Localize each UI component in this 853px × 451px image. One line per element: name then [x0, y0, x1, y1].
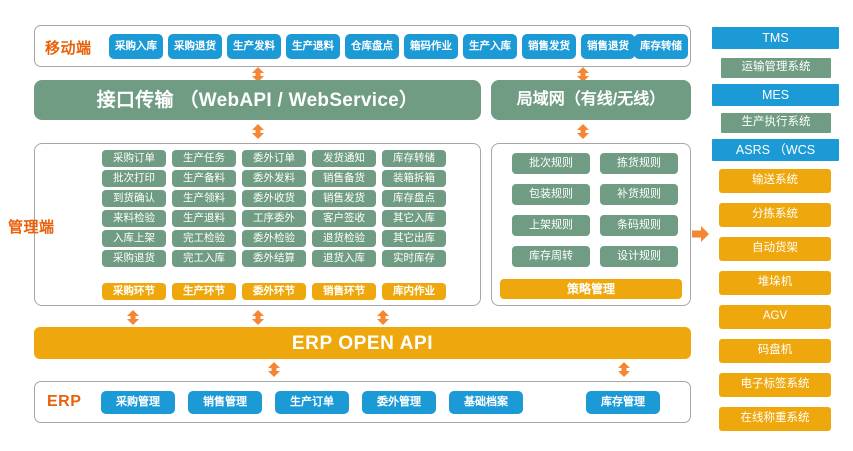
- management-label: 管理端: [8, 219, 55, 236]
- rule-turnover[interactable]: 库存周转: [512, 246, 590, 267]
- mgmt-cell-production-return[interactable]: 生产退料: [172, 210, 236, 227]
- arrow-mobile-to-lan: [575, 67, 591, 82]
- mgmt-footer-sales[interactable]: 销售环节: [312, 283, 376, 300]
- erp-button-basic-archive[interactable]: 基础档案: [449, 391, 523, 414]
- mobile-button-stock-transfer[interactable]: 库存转储: [634, 34, 688, 59]
- rule-packing[interactable]: 包装规则: [512, 184, 590, 205]
- mgmt-cell-outsource-receive[interactable]: 委外收货: [242, 190, 306, 207]
- mgmt-cell-arrival-confirm[interactable]: 到货确认: [102, 190, 166, 207]
- arrow-lan-to-strategy: [575, 124, 591, 139]
- rail-item-eltag-system[interactable]: 电子标签系统: [719, 373, 831, 397]
- mobile-button-production-issue[interactable]: 生产发料: [227, 34, 281, 59]
- arrow-management-to-erpapi-mid: [250, 310, 266, 325]
- mgmt-cell-stock-transfer[interactable]: 库存转储: [382, 150, 446, 167]
- erp-button-purchase-management[interactable]: 采购管理: [101, 391, 175, 414]
- mgmt-cell-finish-inbound[interactable]: 完工入库: [172, 250, 236, 267]
- rule-design[interactable]: 设计规则: [600, 246, 678, 267]
- mgmt-cell-finish-inspect[interactable]: 完工检验: [172, 230, 236, 247]
- arrow-management-to-erpapi-right: [375, 310, 391, 325]
- rail-head-asrs[interactable]: ASRS （WCS: [712, 139, 839, 161]
- mobile-button-purchase-return[interactable]: 采购退货: [168, 34, 222, 59]
- mobile-button-production-inbound[interactable]: 生产入库: [463, 34, 517, 59]
- mobile-button-production-return[interactable]: 生产退料: [286, 34, 340, 59]
- mgmt-cell-stock-count[interactable]: 库存盘点: [382, 190, 446, 207]
- rail-item-palletizer[interactable]: 码盘机: [719, 339, 831, 363]
- erp-button-outsource-management[interactable]: 委外管理: [362, 391, 436, 414]
- mgmt-cell-sales-prepare[interactable]: 销售备货: [312, 170, 376, 187]
- mgmt-cell-other-inbound[interactable]: 其它入库: [382, 210, 446, 227]
- mobile-button-warehouse-count[interactable]: 仓库盘点: [345, 34, 399, 59]
- erp-button-inventory-management[interactable]: 库存管理: [586, 391, 660, 414]
- mgmt-cell-outsource-issue[interactable]: 委外发料: [242, 170, 306, 187]
- rail-item-agv[interactable]: AGV: [719, 305, 831, 329]
- rail-item-sorting-system[interactable]: 分拣系统: [719, 203, 831, 227]
- mgmt-cell-outsource-inspect[interactable]: 委外检验: [242, 230, 306, 247]
- mgmt-cell-return-inspect[interactable]: 退货检验: [312, 230, 376, 247]
- mobile-button-sales-return[interactable]: 销售退货: [581, 34, 635, 59]
- mgmt-cell-sales-shipment[interactable]: 销售发货: [312, 190, 376, 207]
- rail-item-stacker-crane[interactable]: 堆垛机: [719, 271, 831, 295]
- erp-button-sales-management[interactable]: 销售管理: [188, 391, 262, 414]
- rule-replenish[interactable]: 补货规则: [600, 184, 678, 205]
- mgmt-cell-purchase-return[interactable]: 采购退货: [102, 250, 166, 267]
- mgmt-cell-return-inbound[interactable]: 退货入库: [312, 250, 376, 267]
- arrow-api-to-management: [250, 124, 266, 139]
- mgmt-cell-realtime-stock[interactable]: 实时库存: [382, 250, 446, 267]
- erp-open-api-bar: ERP OPEN API: [34, 327, 691, 359]
- mgmt-cell-production-prepare[interactable]: 生产备料: [172, 170, 236, 187]
- rail-head-mes[interactable]: MES: [712, 84, 839, 106]
- erp-panel: ERP 采购管理 销售管理 生产订单 委外管理 基础档案 库存管理: [34, 381, 691, 423]
- mgmt-cell-production-task[interactable]: 生产任务: [172, 150, 236, 167]
- mgmt-cell-incoming-inspect[interactable]: 来料检验: [102, 210, 166, 227]
- rule-putaway[interactable]: 上架规则: [512, 215, 590, 236]
- arrow-management-to-erpapi-left: [125, 310, 141, 325]
- rail-item-auto-racking[interactable]: 自动货架: [719, 237, 831, 261]
- mgmt-cell-other-outbound[interactable]: 其它出库: [382, 230, 446, 247]
- strategy-footer[interactable]: 策略管理: [500, 279, 682, 299]
- mobile-terminal-label: 移动端: [45, 40, 92, 57]
- lan-bar: 局域网（有线/无线）: [491, 80, 691, 120]
- rail-sub-tms: 运输管理系统: [721, 58, 831, 78]
- arrow-mobile-to-api: [250, 67, 266, 82]
- rule-picking[interactable]: 拣货规则: [600, 153, 678, 174]
- mgmt-footer-outsource[interactable]: 委外环节: [242, 283, 306, 300]
- mgmt-footer-production[interactable]: 生产环节: [172, 283, 236, 300]
- mgmt-cell-customer-sign[interactable]: 客户签收: [312, 210, 376, 227]
- rail-sub-mes: 生产执行系统: [721, 113, 831, 133]
- api-transport-bar: 接口传输 （WebAPI / WebService）: [34, 80, 481, 120]
- mobile-terminal-panel: 移动端 采购入库 采购退货 生产发料 生产退料 仓库盘点 箱码作业 生产入库 销…: [34, 25, 691, 67]
- rail-item-conveyor-system[interactable]: 输送系统: [719, 169, 831, 193]
- rail-head-tms[interactable]: TMS: [712, 27, 839, 49]
- arrow-erpapi-to-inventory: [616, 362, 632, 377]
- rail-item-online-weighing[interactable]: 在线称重系统: [719, 407, 831, 431]
- mgmt-cell-production-pick[interactable]: 生产领料: [172, 190, 236, 207]
- mgmt-cell-batch-print[interactable]: 批次打印: [102, 170, 166, 187]
- rule-batch[interactable]: 批次规则: [512, 153, 590, 174]
- erp-label: ERP: [47, 393, 82, 410]
- rule-barcode[interactable]: 条码规则: [600, 215, 678, 236]
- mgmt-cell-putaway[interactable]: 入库上架: [102, 230, 166, 247]
- mgmt-cell-outsource-order[interactable]: 委外订单: [242, 150, 306, 167]
- mgmt-cell-pack-unpack[interactable]: 装箱拆箱: [382, 170, 446, 187]
- mobile-button-sales-shipment[interactable]: 销售发货: [522, 34, 576, 59]
- mgmt-cell-outsource-settle[interactable]: 委外结算: [242, 250, 306, 267]
- mgmt-footer-warehouse[interactable]: 库内作业: [382, 283, 446, 300]
- mobile-button-purchase-inbound[interactable]: 采购入库: [109, 34, 163, 59]
- mobile-button-carton-code[interactable]: 箱码作业: [404, 34, 458, 59]
- arrow-erpapi-to-erp: [266, 362, 282, 377]
- erp-button-production-order[interactable]: 生产订单: [275, 391, 349, 414]
- arrow-strategy-to-rail: [692, 226, 709, 242]
- mgmt-footer-purchase[interactable]: 采购环节: [102, 283, 166, 300]
- mgmt-cell-ship-notice[interactable]: 发货通知: [312, 150, 376, 167]
- mgmt-cell-process-outsource[interactable]: 工序委外: [242, 210, 306, 227]
- mgmt-cell-purchase-order[interactable]: 采购订单: [102, 150, 166, 167]
